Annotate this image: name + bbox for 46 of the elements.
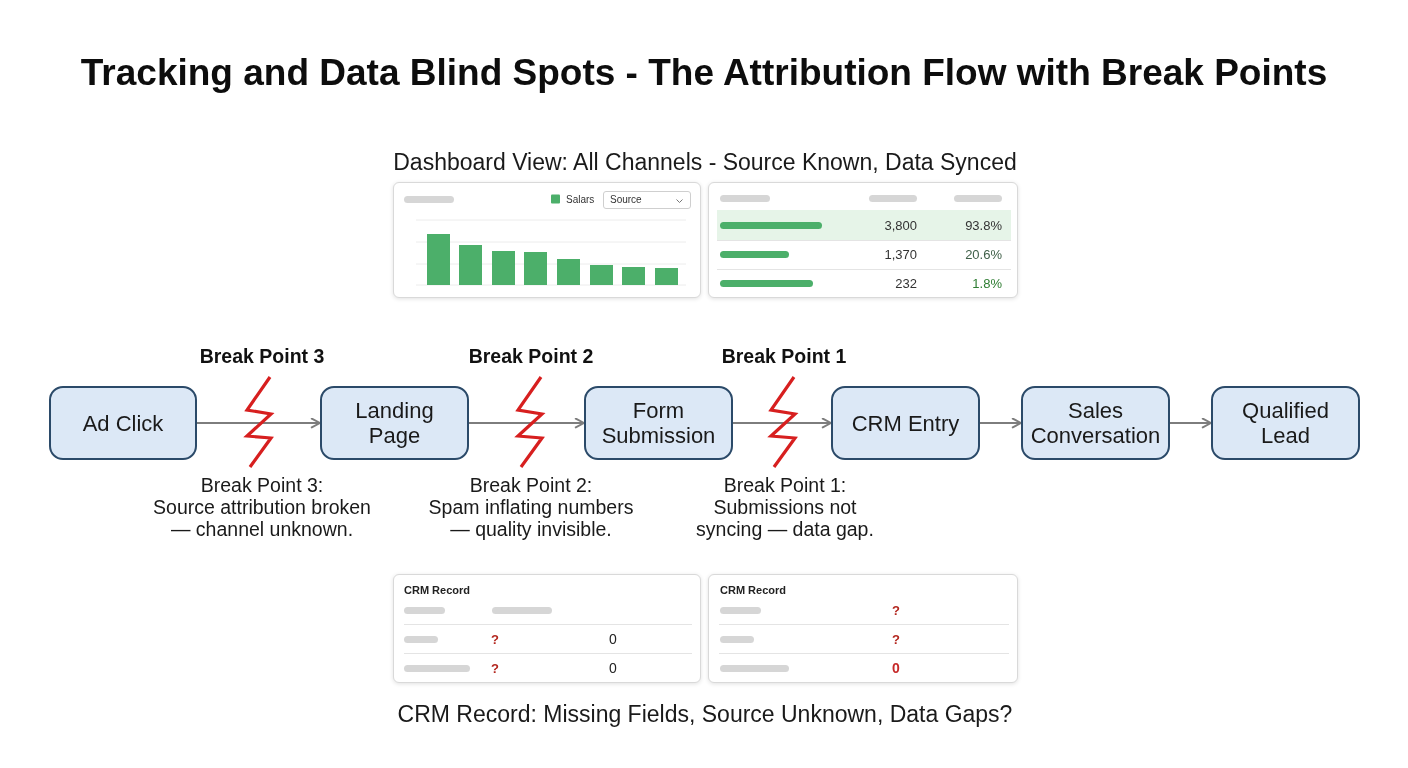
percent-value: 93.8% xyxy=(965,218,1002,232)
arrow xyxy=(732,417,832,429)
panel-caption: Dashboard View: All Channels - Source Known, Data Synced xyxy=(393,148,1017,177)
process-box xyxy=(831,386,980,460)
break-point-heading: Break Point 1 xyxy=(721,344,847,369)
missing-value-mark: ? xyxy=(491,632,499,646)
node-label: Sales Conversation xyxy=(1030,398,1161,448)
arrow xyxy=(468,417,585,429)
count-value: 1,370 xyxy=(884,247,917,261)
node-label: Form Submission xyxy=(601,398,716,448)
count-value: 3,800 xyxy=(884,218,917,232)
record-card xyxy=(708,574,1018,683)
process-box xyxy=(584,386,733,460)
diagram-title: Tracking and Data Blind Spots - The Attribution Flow with Break Points xyxy=(80,51,1328,95)
missing-value-mark: ? xyxy=(491,661,499,675)
count-value: 232 xyxy=(895,276,917,290)
data-table-card xyxy=(708,182,1018,298)
missing-value-mark: ? xyxy=(892,632,900,646)
panel-caption: CRM Record: Missing Fields, Source Unknown, Data Gaps? xyxy=(397,700,1013,729)
percent-value: 20.6% xyxy=(965,247,1002,261)
node-label: Landing Page xyxy=(355,398,434,448)
zero-value: 0 xyxy=(892,661,900,675)
node-label: Ad Click xyxy=(82,410,164,436)
arrow xyxy=(979,417,1022,429)
process-box xyxy=(49,386,197,460)
select-dropdown: Source xyxy=(603,191,691,209)
arrow xyxy=(1169,417,1212,429)
break-point-note: Break Point 1: Submissions not syncing — data gap. xyxy=(696,474,874,540)
zero-value: 0 xyxy=(609,632,617,646)
arrow xyxy=(196,417,321,429)
break-point-note: Break Point 3: Source attribution broken — channel unknown. xyxy=(153,474,371,540)
process-box xyxy=(1211,386,1360,460)
break-point-note: Break Point 2: Spam inflating numbers — quality invisible. xyxy=(428,474,634,540)
missing-value-mark: ? xyxy=(892,603,900,617)
node-label: Qualified Lead xyxy=(1242,398,1329,448)
process-box xyxy=(1021,386,1170,460)
card-title: CRM Record xyxy=(720,584,786,596)
percent-value: 1.8% xyxy=(972,276,1002,290)
node-label: CRM Entry xyxy=(851,410,960,436)
card-title: CRM Record xyxy=(404,584,470,596)
record-card xyxy=(393,574,701,683)
zero-value: 0 xyxy=(609,661,617,675)
legend-label: Salars xyxy=(566,192,595,207)
break-point-heading: Break Point 2 xyxy=(468,344,594,369)
break-point-heading: Break Point 3 xyxy=(199,344,325,369)
process-box xyxy=(320,386,469,460)
